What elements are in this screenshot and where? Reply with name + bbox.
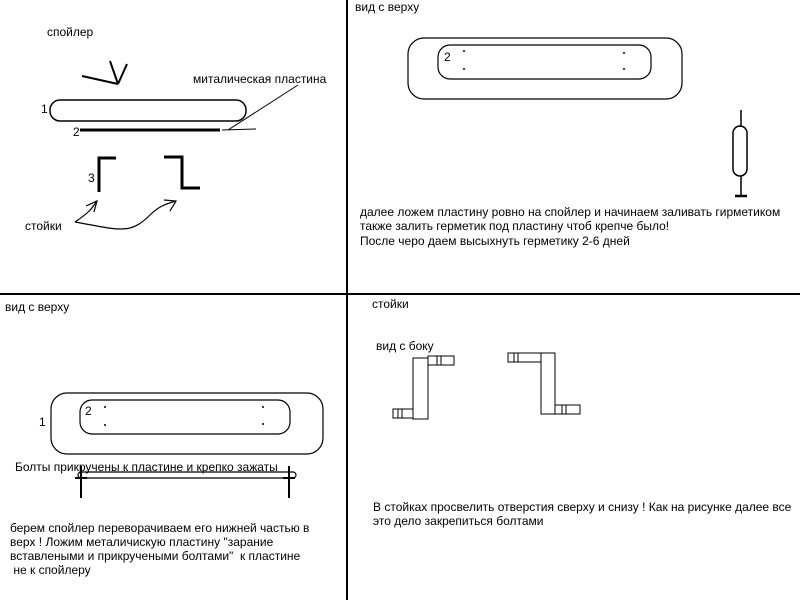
plate-pointer-base <box>221 128 257 131</box>
number-3: 3 <box>88 171 95 185</box>
instruction-flip-spoiler: берем спойлер переворачиваем его нижней … <box>10 521 310 577</box>
title-top-view-2: вид с верху <box>5 300 70 314</box>
stands-arrows <box>74 199 178 230</box>
instruction-line-1: далее ложем пластину ровно на спойлер и … <box>360 205 781 219</box>
instruction-line-3: После черо даем высыхнуть герметику 2-6 … <box>360 234 630 248</box>
label-spoiler: спойлер <box>47 25 94 39</box>
title-stands: стойки <box>372 297 409 311</box>
plate-number-2b: 2 <box>85 404 92 418</box>
spoiler-top-view <box>407 37 683 100</box>
instruction-drill-holes: В стойках просвелить отверстия сверху и … <box>373 500 792 528</box>
spoiler-number-1: 1 <box>39 415 46 429</box>
bolts-caption: Болты прикручены к пластине и крепко заж… <box>15 460 278 474</box>
plate-top-view <box>437 44 652 80</box>
plate-pointer-line <box>227 84 299 131</box>
bolt-dots <box>463 50 625 70</box>
stand-right <box>164 155 200 190</box>
spoiler-shape <box>49 99 247 122</box>
bolted-plate <box>75 466 297 498</box>
label-stands: стойки <box>25 219 62 233</box>
label-side-view: вид с боку <box>376 339 434 353</box>
title-top-view: вид с верху <box>355 0 420 14</box>
number-1: 1 <box>41 102 48 116</box>
spoiler-top-view-2 <box>50 392 324 455</box>
stand-side-view-right <box>507 352 581 415</box>
number-2: 2 <box>73 125 80 139</box>
spoiler-arrow <box>81 60 128 85</box>
label-metal-plate: миталическая пластина <box>193 72 327 86</box>
spoiler-end-view <box>732 110 748 198</box>
instruction-line-2: также залить герметик под пластину чтоб … <box>360 219 670 233</box>
plate-number-2: 2 <box>444 50 451 64</box>
stand-left <box>97 156 116 192</box>
plate-top-view-2 <box>79 399 291 435</box>
stand-side-view-left <box>392 355 455 420</box>
bolt-dots-2 <box>104 406 264 426</box>
